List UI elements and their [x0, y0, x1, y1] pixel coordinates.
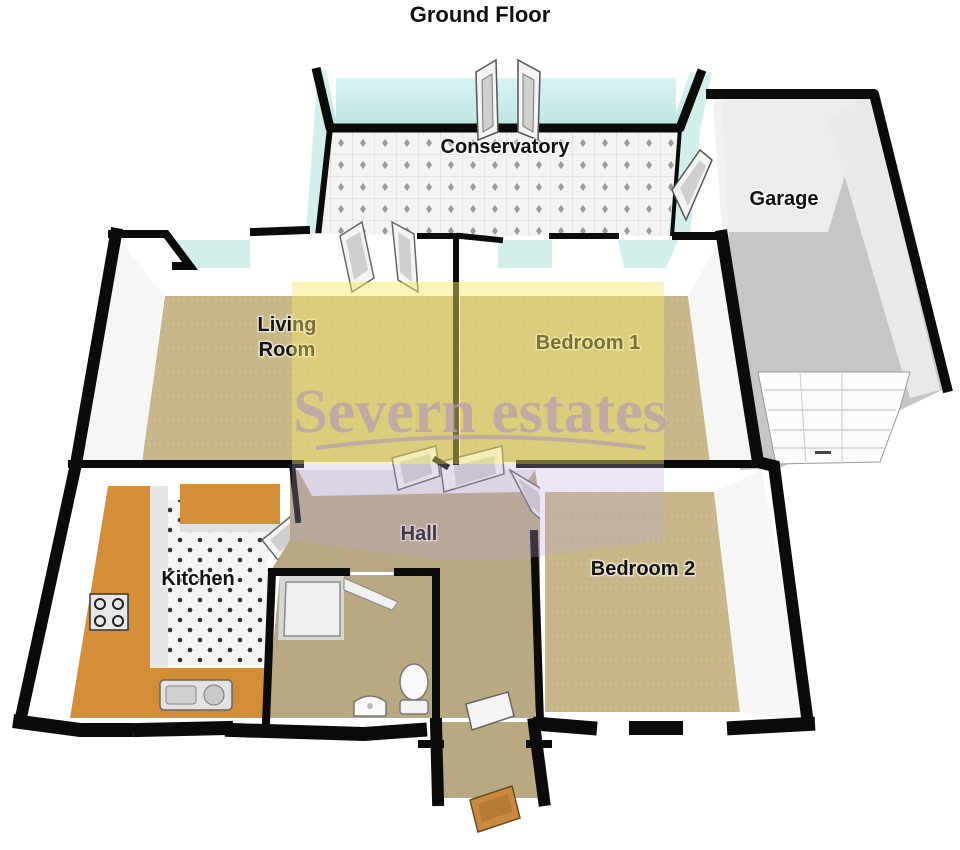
toilet-icon: [399, 663, 429, 715]
hall-label: Hall: [401, 523, 438, 545]
living-room-doors: [339, 220, 419, 294]
living-room-label-line1: Living: [258, 314, 317, 336]
garage-door: [757, 371, 911, 465]
bedroom-1: Bedroom 1: [460, 236, 756, 462]
conservatory-french-doors: [475, 58, 541, 142]
bedroom-2: Bedroom 2: [540, 470, 806, 722]
shower-room: [266, 575, 434, 718]
front-door: [465, 691, 521, 833]
sink-icon: [159, 679, 233, 711]
basin-icon: [353, 695, 387, 717]
garage: Garage: [706, 89, 953, 470]
walls: [12, 225, 816, 807]
watermark-text: Severn estates: [293, 378, 667, 446]
kitchen: Kitchen: [24, 470, 314, 720]
conservatory: Conservatory: [306, 58, 713, 238]
hall: Hall: [270, 445, 558, 718]
hall-doors: [391, 445, 558, 535]
conservatory-label: Conservatory: [441, 136, 571, 158]
bedroom-1-label: Bedroom 1: [536, 332, 640, 354]
bedroom-2-label: Bedroom 2: [591, 558, 695, 580]
living-room-label-line2: Room: [259, 339, 316, 361]
conservatory-side-door: [671, 148, 713, 222]
kitchen-worktop: [70, 484, 280, 718]
kitchen-label: Kitchen: [161, 568, 234, 590]
garage-label: Garage: [750, 188, 819, 210]
entrance-porch: [438, 691, 540, 833]
watermark: Severn estates: [292, 282, 667, 560]
hob-icon: [89, 593, 129, 631]
living-room: Living Room: [80, 220, 455, 462]
floor-title: Ground Floor: [409, 2, 551, 27]
